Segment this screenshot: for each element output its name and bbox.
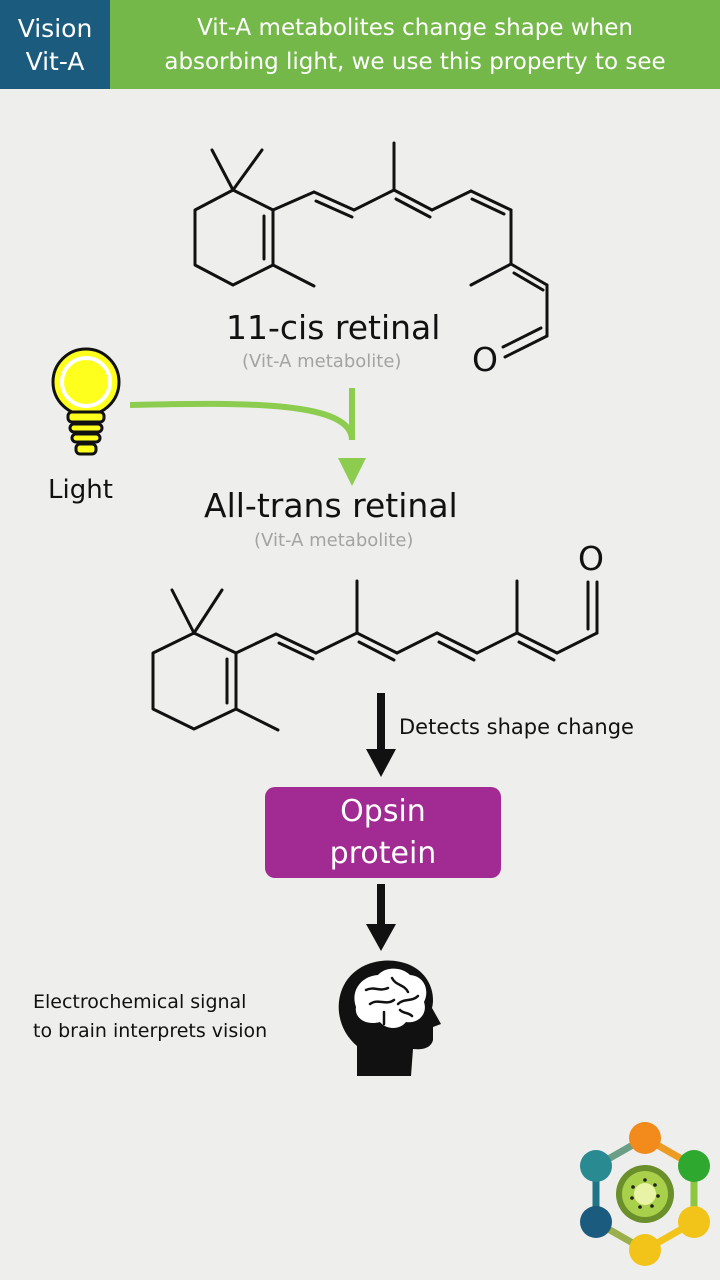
detect-label: Detects shape change (399, 715, 634, 739)
cis-oxygen-atom: O (472, 340, 498, 379)
trans-retinal-title: All-trans retinal (204, 486, 458, 525)
light-label: Light (48, 475, 113, 505)
topic-tag-line1: Vision (17, 13, 93, 43)
brain-signal-line2: to brain interprets vision (33, 1020, 268, 1042)
header-banner: Vit-A metabolites change shape when abso… (110, 0, 720, 89)
cis-retinal-structure (193, 141, 549, 359)
opsin-line1: Opsin (340, 793, 426, 829)
cis-retinal-note: (Vit-A metabolite) (242, 351, 402, 372)
opsin-protein-box: Opsin protein (265, 787, 501, 878)
header-bar: Vision Vit-A Vit-A metabolites change sh… (0, 0, 720, 89)
topic-tag: Vision Vit-A (0, 0, 110, 89)
arrow-to-brain (366, 884, 396, 951)
brain-signal-line1: Electrochemical signal (33, 991, 247, 1013)
banner-line1: Vit-A metabolites change shape when (197, 14, 633, 41)
kiwi-hexagon-logo (580, 1122, 710, 1266)
trans-retinal-note: (Vit-A metabolite) (254, 530, 414, 551)
arrow-to-opsin (366, 693, 396, 777)
opsin-line2: protein (329, 835, 437, 871)
trans-oxygen-atom: O (578, 539, 604, 578)
lightbulb-icon (51, 347, 121, 456)
banner-line2: absorbing light, we use this property to… (164, 48, 666, 75)
cis-retinal-title: 11-cis retinal (226, 308, 441, 347)
light-arrow (129, 388, 366, 486)
brain-signal-label: Electrochemical signal to brain interpre… (33, 988, 267, 1046)
head-brain-icon (338, 960, 441, 1076)
topic-tag-line2: Vit-A (25, 46, 85, 76)
trans-retinal-structure (151, 579, 599, 732)
